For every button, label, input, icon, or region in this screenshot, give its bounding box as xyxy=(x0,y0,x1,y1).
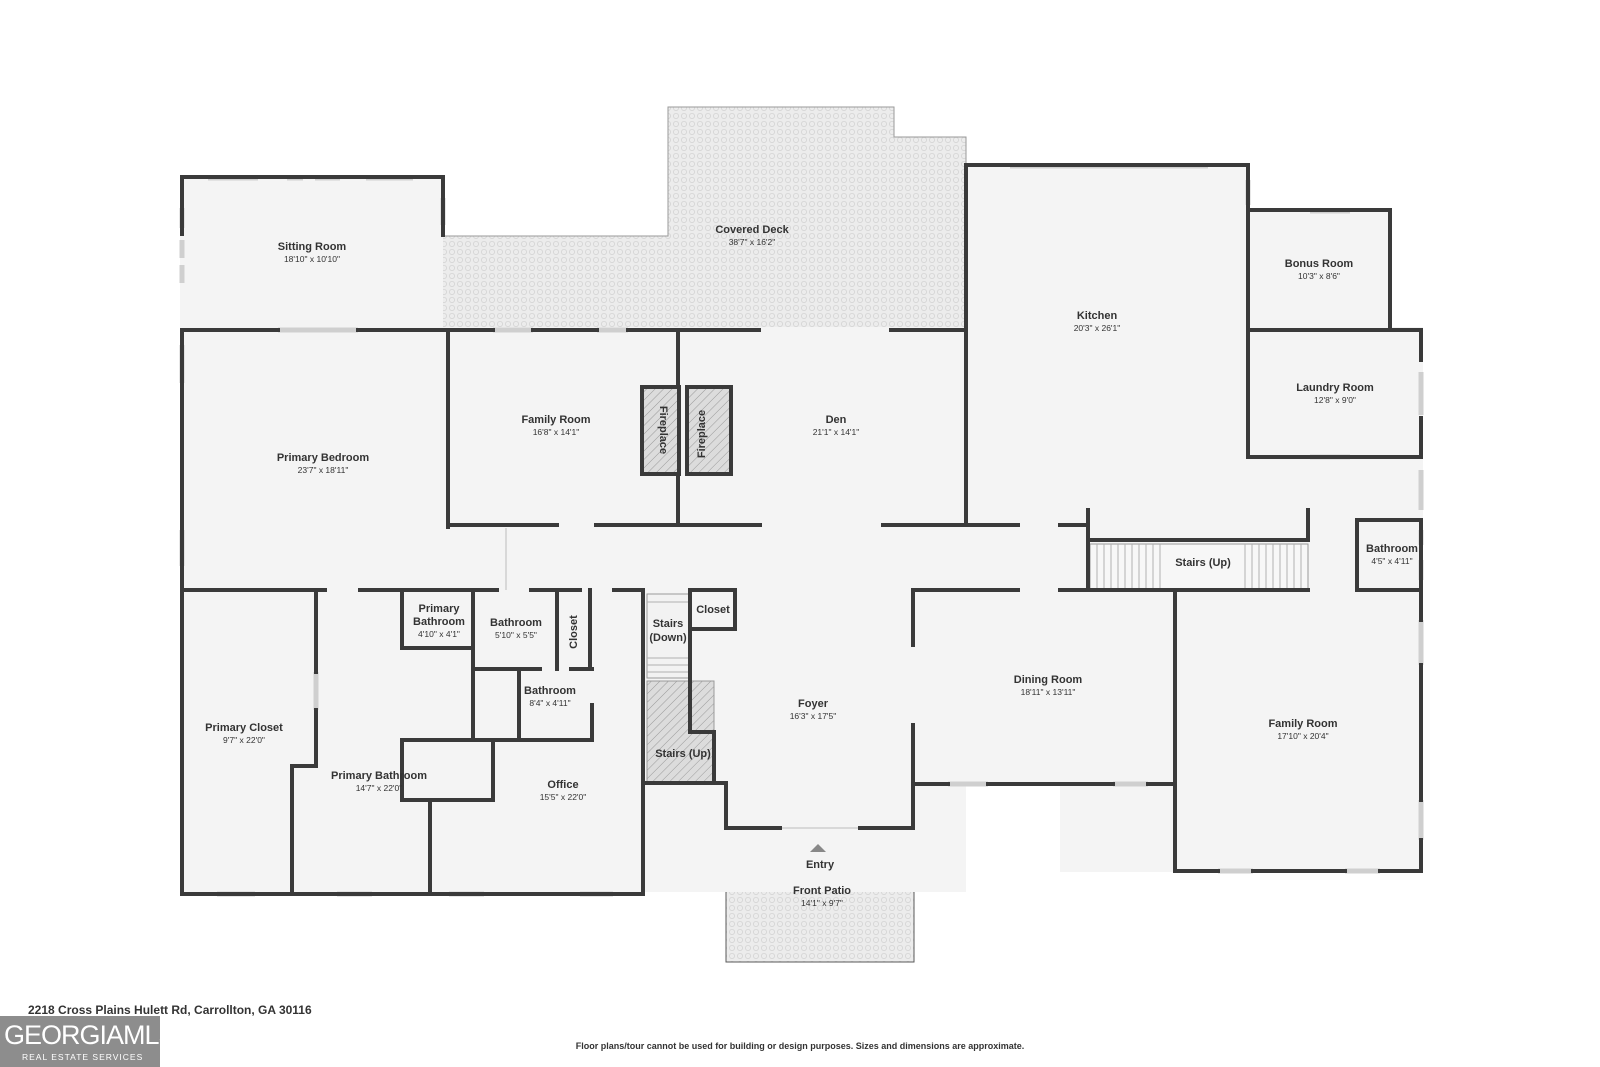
stairs-up-right xyxy=(1089,543,1309,590)
entry-arrow-icon xyxy=(810,844,826,852)
primary-bathroom-small-dim: 4'10" x 4'1" xyxy=(418,629,460,639)
sitting-room-dim: 18'10" x 10'10" xyxy=(284,254,340,264)
front-patio-dim: 14'1" x 9'7" xyxy=(801,898,843,908)
bathroom-right-dim: 4'5" x 4'11" xyxy=(1371,556,1412,566)
office-dim: 15'5" x 22'0" xyxy=(540,792,587,802)
stairs-up-right-label: Stairs (Up) xyxy=(1175,557,1231,569)
fireplace-right xyxy=(685,385,733,476)
stairs-down-label-1: Stairs xyxy=(653,618,684,630)
bonus-room-dim: 10'3" x 8'6" xyxy=(1298,271,1340,281)
den-name: Den xyxy=(826,414,847,426)
bathroom-lower-dim: 8'4" x 4'11" xyxy=(529,698,570,708)
bathroom-lower-name: Bathroom xyxy=(524,685,576,697)
fireplace-left-label: Fireplace xyxy=(657,406,669,454)
den-dim: 21'1" x 14'1" xyxy=(813,427,860,437)
disclaimer-text: Floor plans/tour cannot be used for buil… xyxy=(575,1041,1025,1051)
stairs-up-left-label: Stairs (Up) xyxy=(655,748,711,760)
bathroom-right-name: Bathroom xyxy=(1366,543,1418,555)
kitchen-name: Kitchen xyxy=(1077,310,1118,322)
stairs-down xyxy=(646,593,691,679)
family-room-lower-dim: 17'10" x 20'4" xyxy=(1277,731,1328,741)
logo-text: GEORGIAMLS xyxy=(4,1020,177,1050)
georgiamls-logo: GEORGIAMLS REAL ESTATE SERVICES xyxy=(0,1016,177,1067)
dining-room-dim: 18'11" x 13'11" xyxy=(1021,687,1076,697)
dining-room-name: Dining Room xyxy=(1014,674,1083,686)
primary-closet-dim: 9'7" x 22'0" xyxy=(223,735,265,745)
primary-bathroom-small-name-2: Bathroom xyxy=(413,616,465,628)
office-name: Office xyxy=(547,779,578,791)
foyer-dim: 16'3" x 17'5" xyxy=(790,711,837,721)
laundry-room-name: Laundry Room xyxy=(1296,382,1374,394)
property-address: 2218 Cross Plains Hulett Rd, Carrollton,… xyxy=(28,1003,312,1017)
closet-vertical-label: Closet xyxy=(568,615,580,649)
primary-bedroom-name: Primary Bedroom xyxy=(277,452,370,464)
bathroom-mid-name: Bathroom xyxy=(490,617,542,629)
bonus-room-name: Bonus Room xyxy=(1285,258,1354,270)
fireplace-right-label: Fireplace xyxy=(696,410,708,458)
thin-lines xyxy=(505,528,860,829)
primary-bathroom-name: Primary Bathroom xyxy=(331,770,427,782)
covered-deck-dim: 38'7" x 16'2" xyxy=(729,237,776,247)
family-room-upper-dim: 16'8" x 14'1" xyxy=(533,427,580,437)
covered-deck-name: Covered Deck xyxy=(715,224,789,236)
primary-bedroom-dim: 23'7" x 18'11" xyxy=(298,465,349,475)
primary-closet-name: Primary Closet xyxy=(205,722,283,734)
closet-label: Closet xyxy=(696,604,730,616)
stairs-down-label-2: (Down) xyxy=(649,632,687,644)
primary-bathroom-small-name-1: Primary xyxy=(419,603,461,615)
entry-label: Entry xyxy=(806,859,835,871)
front-patio-name: Front Patio xyxy=(793,885,851,897)
family-room-upper-name: Family Room xyxy=(521,414,590,426)
laundry-room-dim: 12'8" x 9'0" xyxy=(1314,395,1356,405)
covered-deck-area xyxy=(441,106,967,331)
family-room-lower-name: Family Room xyxy=(1268,718,1337,730)
fireplace-left xyxy=(640,385,681,476)
logo-subtext: REAL ESTATE SERVICES xyxy=(22,1052,144,1062)
sitting-room-name: Sitting Room xyxy=(278,241,347,253)
walls xyxy=(180,163,1423,896)
foyer-name: Foyer xyxy=(798,698,829,710)
primary-bathroom-dim: 14'7" x 22'0" xyxy=(356,783,403,793)
kitchen-dim: 20'3" x 26'1" xyxy=(1074,323,1121,333)
bathroom-mid-dim: 5'10" x 5'5" xyxy=(495,630,537,640)
